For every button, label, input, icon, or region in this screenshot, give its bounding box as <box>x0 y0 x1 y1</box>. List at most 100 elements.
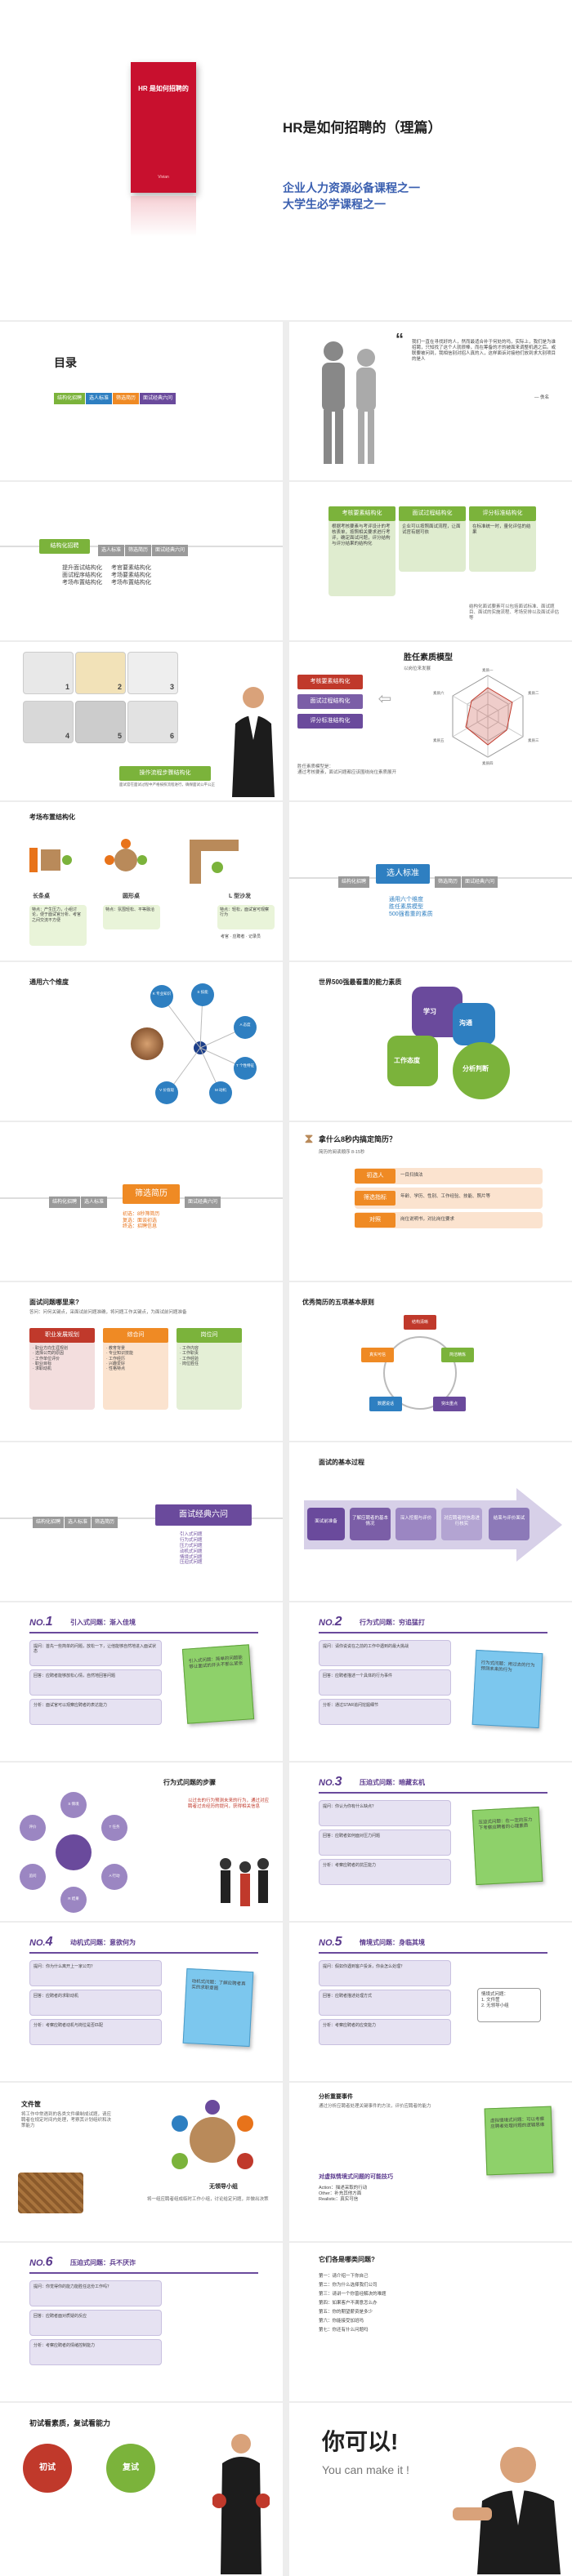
quote-text: 我们一直在寻找好的人，然而最适合补于何处的吗，实际上，我们是为谁招聘，只知找了这… <box>412 340 556 362</box>
list-item: 压力式问题 <box>180 1543 203 1549</box>
tips-list: Action：描述采取的行动 Other：补充其他方面 Realistic：真实… <box>319 2186 367 2203</box>
card-head: 考核要素结构化 <box>328 506 395 521</box>
q-number: NO.6 <box>29 2254 52 2271</box>
sticky-note: 压迫式问题：在一定的压力下考察应聘者的心理素质 <box>471 1806 543 1886</box>
model-title: 胜任素质模型 <box>404 653 453 662</box>
puzzle-label: 分析判断 <box>463 1065 489 1072</box>
star-cycle <box>20 1792 127 1913</box>
qa-text: 提问：首先一些简单的问题，放松一下，让他能够自然地进入面试状态 <box>34 1644 157 1655</box>
puzzle-piece <box>453 1003 495 1045</box>
radar-label: 素质六 <box>433 691 445 695</box>
col-head: 职业发展规划 <box>29 1328 95 1343</box>
node-label: M 动机 <box>215 1088 226 1092</box>
row-body: 年龄、学历、性别、工作经验、技能、照片等 <box>400 1194 491 1199</box>
analysis-slide: 分析重要事件 通过分析应聘者处理关键事件的方法，评价应聘者的能力 对虚拟情境式问… <box>289 2083 572 2241</box>
toc-tab: 面试经典六问 <box>140 393 177 404</box>
structured-list-a: 提升面试结构化 面试程序结构化 考场布置结构化 <box>62 565 102 586</box>
flow-label: 面试前准备 <box>315 1519 337 1524</box>
principles-slide: 优秀简历的五项基本原则 结构清晰 简洁精炼 突出重点 数据说话 真实可信 <box>289 1282 572 1441</box>
team-icon <box>172 2100 253 2169</box>
layout-desc-box: 特点：产生压力，小组讨论，便于面试官分析、考官之间交流不方便 <box>29 905 87 946</box>
divider <box>289 877 572 879</box>
flow-title: 面试的基本过程 <box>319 1459 364 1466</box>
tab: 结构化招聘 <box>338 876 370 888</box>
model-note: 胜任素质模型是： 通过考核要素，面试问题都应该围绕岗位素质展开 <box>297 764 397 775</box>
questions-sub: 答问：问何关键点，采面试前问题准确，将问题工作关键点，为面试前问题准备 <box>29 1310 187 1315</box>
tab: 面试经典六问 <box>152 545 189 556</box>
step-num: 6 <box>170 732 175 740</box>
node-label: S 技能 <box>197 990 208 994</box>
divider <box>29 1632 258 1633</box>
basket-title: 文件筐 <box>21 2101 41 2108</box>
row-body: 一目扫描法 <box>400 1173 423 1178</box>
layout-desc-box: 特点：氛围轻松、平等融洽 <box>103 905 160 929</box>
step-num: 5 <box>118 732 123 740</box>
tab: 选人标准 <box>81 1197 108 1208</box>
col-body: · 工作内容 · 工作职责 · 工作经验 · 岗位胜任 <box>180 1346 199 1366</box>
final-slide: 初试看素质，复试看能力 初试 复试 <box>0 2403 283 2576</box>
sticky-note: 行为式问题：用过去的行为预测未来的行为 <box>471 1649 543 1729</box>
hourglass-icon: ⧗ <box>304 1132 314 1146</box>
basket-icon <box>18 2173 83 2213</box>
puzzle-gear <box>453 1042 510 1099</box>
row-label: 对照 <box>355 1213 395 1228</box>
list-item: 情境式问题 <box>180 1554 203 1560</box>
list-item: 复选：面谈初选 <box>123 1218 158 1223</box>
puzzle-label: 学习 <box>423 1008 436 1015</box>
question-col: 岗位问 · 工作内容 · 工作职责 · 工作经验 · 岗位胜任 <box>177 1328 242 1410</box>
layout-desc: 特点：产生压力，小组讨论，便于面试官分析、考官之间交流不方便 <box>32 907 82 923</box>
process-slide: 1 2 3 4 5 6 操作流程步骤结构化 面试官在面试过程中严格按照流程进行，… <box>0 642 283 800</box>
puzzle-label: 工作态度 <box>394 1057 420 1064</box>
tip: Realistic：真实可信 <box>319 2196 359 2202</box>
col-head: 岗位问 <box>177 1328 242 1343</box>
card: 评分标准结构化 在标准统一时，量化评估的结果 <box>469 506 536 572</box>
qa-text: 回答：应聘者能够放松心情，自然地回答问题 <box>34 1674 116 1678</box>
step-num: 4 <box>65 732 70 740</box>
tip: Other：补充其他方面 <box>319 2190 362 2196</box>
node-label: A 行动 <box>109 1874 120 1878</box>
boxer-icon <box>212 2434 270 2574</box>
list-item: 500强看重的素质 <box>389 911 433 917</box>
circle: 初试 <box>23 2444 72 2493</box>
quiz-item: 第二：你为什么选择我们公司 <box>319 2283 378 2288</box>
card: 面试过程结构化 企业可以按照面试流程，让面试官有据可依 <box>399 506 466 572</box>
card: 考核要素结构化 根据考核要素与考评设计的考核表单，按照相关要求进行考评，确定面试… <box>328 506 395 596</box>
sticky-note: 虚拟情境式问题：可以考察应聘者处理问题的逻辑思维 <box>484 2106 554 2176</box>
num: 5 <box>334 1935 342 1949</box>
qa-text: 分析：考察应聘者的抗压能力 <box>323 1863 377 1868</box>
principle: 突出重点 <box>433 1397 466 1411</box>
qa-text: 提问：你认为你有什么缺点？ <box>323 1804 377 1809</box>
qa-text: 回答：应聘者如何面对压力问题 <box>323 1834 381 1838</box>
step-num: 3 <box>170 683 175 691</box>
layout-name: 长条桌 <box>33 894 50 899</box>
list-item: 引入式问题 <box>180 1532 203 1537</box>
screening-slide: 结构化招聘选人标准 筛选简历 面试经典六问 初选：8秒筛简历 复选：面谈初选 终… <box>0 1122 283 1281</box>
standard-slide: 结构化招聘 选人标准 筛选简历面试经典六问 通用六个维度 胜任素质模型 500强… <box>289 802 572 960</box>
divider <box>29 1952 258 1954</box>
qa-text: 回答：应聘者描述处理方式 <box>323 1994 373 1999</box>
q-title: 压迫式问题：暗藏玄机 <box>360 1779 425 1786</box>
qa-text: 分析：通过STAR追问挖掘细节 <box>323 1703 378 1708</box>
questions-title: 面试问题哪里来? <box>29 1299 79 1306</box>
row-label: 筛选指标 <box>355 1191 395 1206</box>
q-number: NO.4 <box>29 1934 52 1950</box>
q3-slide: NO.3 压迫式问题：暗藏玄机 提问：你认为你有什么缺点？ 回答：应聘者如何面对… <box>289 1763 572 1921</box>
book-title: HR 是如何招聘的 <box>138 85 189 92</box>
flow-step: 面试前准备 <box>307 1508 345 1540</box>
qa-text: 提问：请你说说在之前的工作中遇到的最大挑战 <box>323 1644 409 1649</box>
questions-slide: 面试问题哪里来? 答问：问何关键点，采面试前问题准确，将问题工作关键点，为面试前… <box>0 1282 283 1441</box>
quiz-title: 它们各是哪类问题? <box>319 2256 375 2263</box>
tabs-left: 结构化招聘选人标准 <box>49 1192 108 1208</box>
row: 对照 岗位说明书，对比岗位要求 <box>355 1212 543 1228</box>
flow-label: 结束与评价面试 <box>493 1516 525 1521</box>
radar-label: 素质三 <box>528 738 539 742</box>
q2-slide: NO.2 行为式问题：穷追猛打 提问：请你说说在之前的工作中遇到的最大挑战 回答… <box>289 1602 572 1761</box>
eightsec-sub: 简历的阅读顺序 8-15秒 <box>319 1150 365 1155</box>
toc-tab: 筛选简历 <box>113 393 140 404</box>
structured-tabs: 选人标准筛选简历面试经典六问 <box>98 541 189 556</box>
footnote: 结构化面试要素可以包括面试标准、面试题目、面试的实施流程、考场安排以及面试评估等 <box>469 604 560 621</box>
screening-list: 初选：8秒筛简历 复选：面谈初选 终选：招聘信息 <box>123 1212 159 1231</box>
qa-text: 回答：应聘者面对质疑的反应 <box>34 2314 87 2319</box>
qa-text: 提问：假如你遇到客户投诉，你会怎么处理？ <box>323 1964 405 1969</box>
final-title: 初试看素质，复试看能力 <box>29 2419 111 2427</box>
